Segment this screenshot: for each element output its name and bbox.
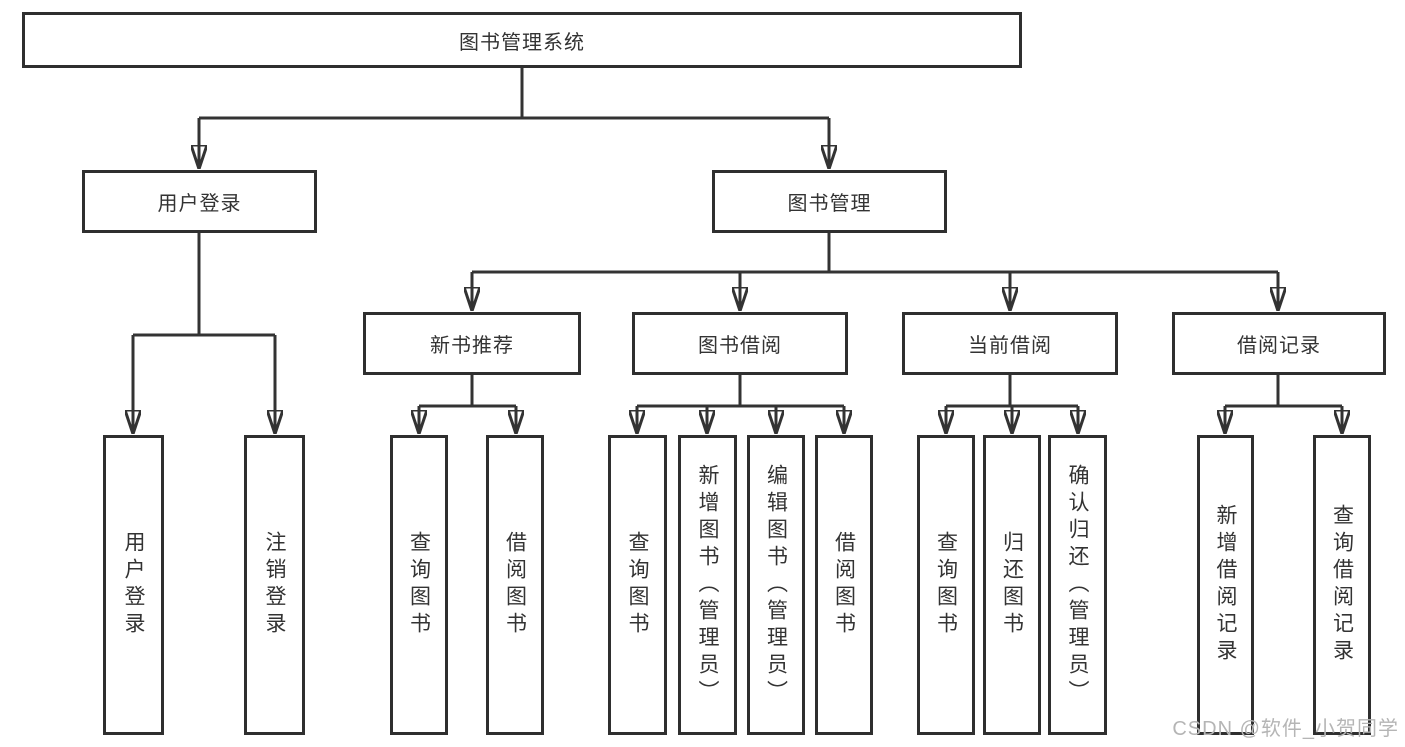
leaf-current-confirm-return: 确认归还（管理员）	[1048, 435, 1107, 735]
node-label: 图书管理	[787, 193, 872, 215]
connector-root-branch	[199, 64, 829, 120]
node-root-label: 图书管理系统	[459, 31, 585, 54]
node-label: 新书推荐	[430, 335, 514, 357]
node-label: 当前借阅	[968, 335, 1052, 357]
node-new-book-recommend: 新书推荐	[363, 312, 581, 375]
node-root: 图书管理系统	[22, 12, 1022, 68]
leaf-borrow-borrow-books: 借阅图书	[815, 435, 873, 735]
leaf-borrow-edit-books: 编辑图书（管理员）	[747, 435, 805, 735]
connector-user-login-branch	[133, 231, 275, 337]
leaf-label: 借阅图书	[832, 531, 856, 639]
leaf-new-rec-query-books: 查询图书	[390, 435, 448, 735]
leaf-label: 新增图书（管理员）	[696, 463, 720, 707]
connector-records-branch	[1225, 373, 1342, 408]
leaf-label: 查询图书	[626, 531, 650, 639]
leaf-logout: 注销登录	[244, 435, 305, 735]
leaf-current-query-books: 查询图书	[917, 435, 975, 735]
leaf-label: 确认归还（管理员）	[1066, 463, 1090, 707]
leaf-label: 编辑图书（管理员）	[764, 463, 788, 707]
leaf-label: 查询图书	[407, 531, 431, 639]
connector-current-branch	[946, 373, 1078, 408]
leaf-borrow-add-books: 新增图书（管理员）	[678, 435, 737, 735]
leaf-label: 归还图书	[1000, 531, 1024, 639]
node-borrow-records: 借阅记录	[1172, 312, 1386, 375]
connector-book-mgmt-branch	[472, 231, 1278, 274]
leaf-label: 用户登录	[122, 531, 146, 639]
leaf-label: 查询图书	[934, 531, 958, 639]
node-label: 用户登录	[157, 193, 242, 215]
leaf-label: 新增借阅记录	[1214, 504, 1238, 666]
connector-borrow-branch	[637, 373, 844, 408]
leaf-label: 借阅图书	[503, 531, 527, 639]
connector-new-rec-branch	[419, 373, 516, 408]
leaf-new-rec-borrow-books: 借阅图书	[486, 435, 544, 735]
leaf-records-query-record: 查询借阅记录	[1313, 435, 1371, 735]
watermark: CSDN @软件_小贺同学	[1172, 718, 1399, 740]
node-label: 图书借阅	[698, 335, 782, 357]
leaf-user-login: 用户登录	[103, 435, 164, 735]
node-label: 借阅记录	[1237, 335, 1321, 357]
node-book-management: 图书管理	[712, 170, 947, 233]
node-book-borrow: 图书借阅	[632, 312, 848, 375]
node-user-login: 用户登录	[82, 170, 317, 233]
leaf-records-add-record: 新增借阅记录	[1197, 435, 1254, 735]
node-current-borrow: 当前借阅	[902, 312, 1118, 375]
leaf-current-return-books: 归还图书	[983, 435, 1041, 735]
leaf-label: 注销登录	[263, 531, 287, 639]
leaf-borrow-query-books: 查询图书	[608, 435, 667, 735]
leaf-label: 查询借阅记录	[1330, 504, 1354, 666]
